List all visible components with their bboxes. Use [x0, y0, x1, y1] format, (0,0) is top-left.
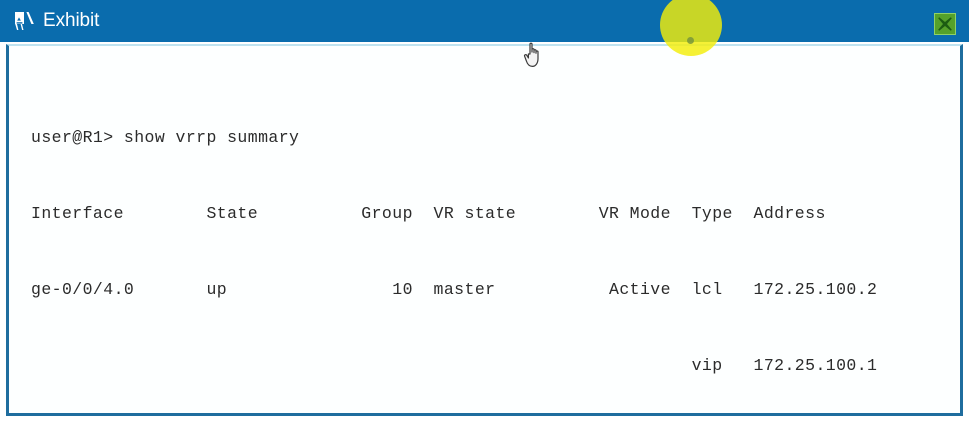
close-x-icon [937, 16, 953, 32]
terminal-line-row-r1-lcl: ge-0/0/4.0 up 10 master Active lcl 172.2… [31, 280, 878, 300]
title-bar-content: Exhibit [14, 10, 99, 32]
window-title-bar: Exhibit [0, 0, 969, 42]
terminal-line-row-r1-vip: vip 172.25.100.1 [31, 356, 878, 376]
terminal-line-prompt-r1: user@R1> show vrrp summary [31, 127, 300, 147]
window-title: Exhibit [43, 10, 100, 31]
close-button[interactable] [934, 13, 956, 35]
terminal-line-header-r1: Interface State Group VR state VR Mode T… [31, 204, 826, 224]
exhibit-content-frame: user@R1> show vrrp summary Interface Sta… [6, 44, 963, 416]
exhibit-easel-icon [14, 11, 36, 31]
terminal-output: user@R1> show vrrp summary Interface Sta… [31, 74, 877, 413]
exhibit-content-area: user@R1> show vrrp summary Interface Sta… [9, 46, 960, 413]
